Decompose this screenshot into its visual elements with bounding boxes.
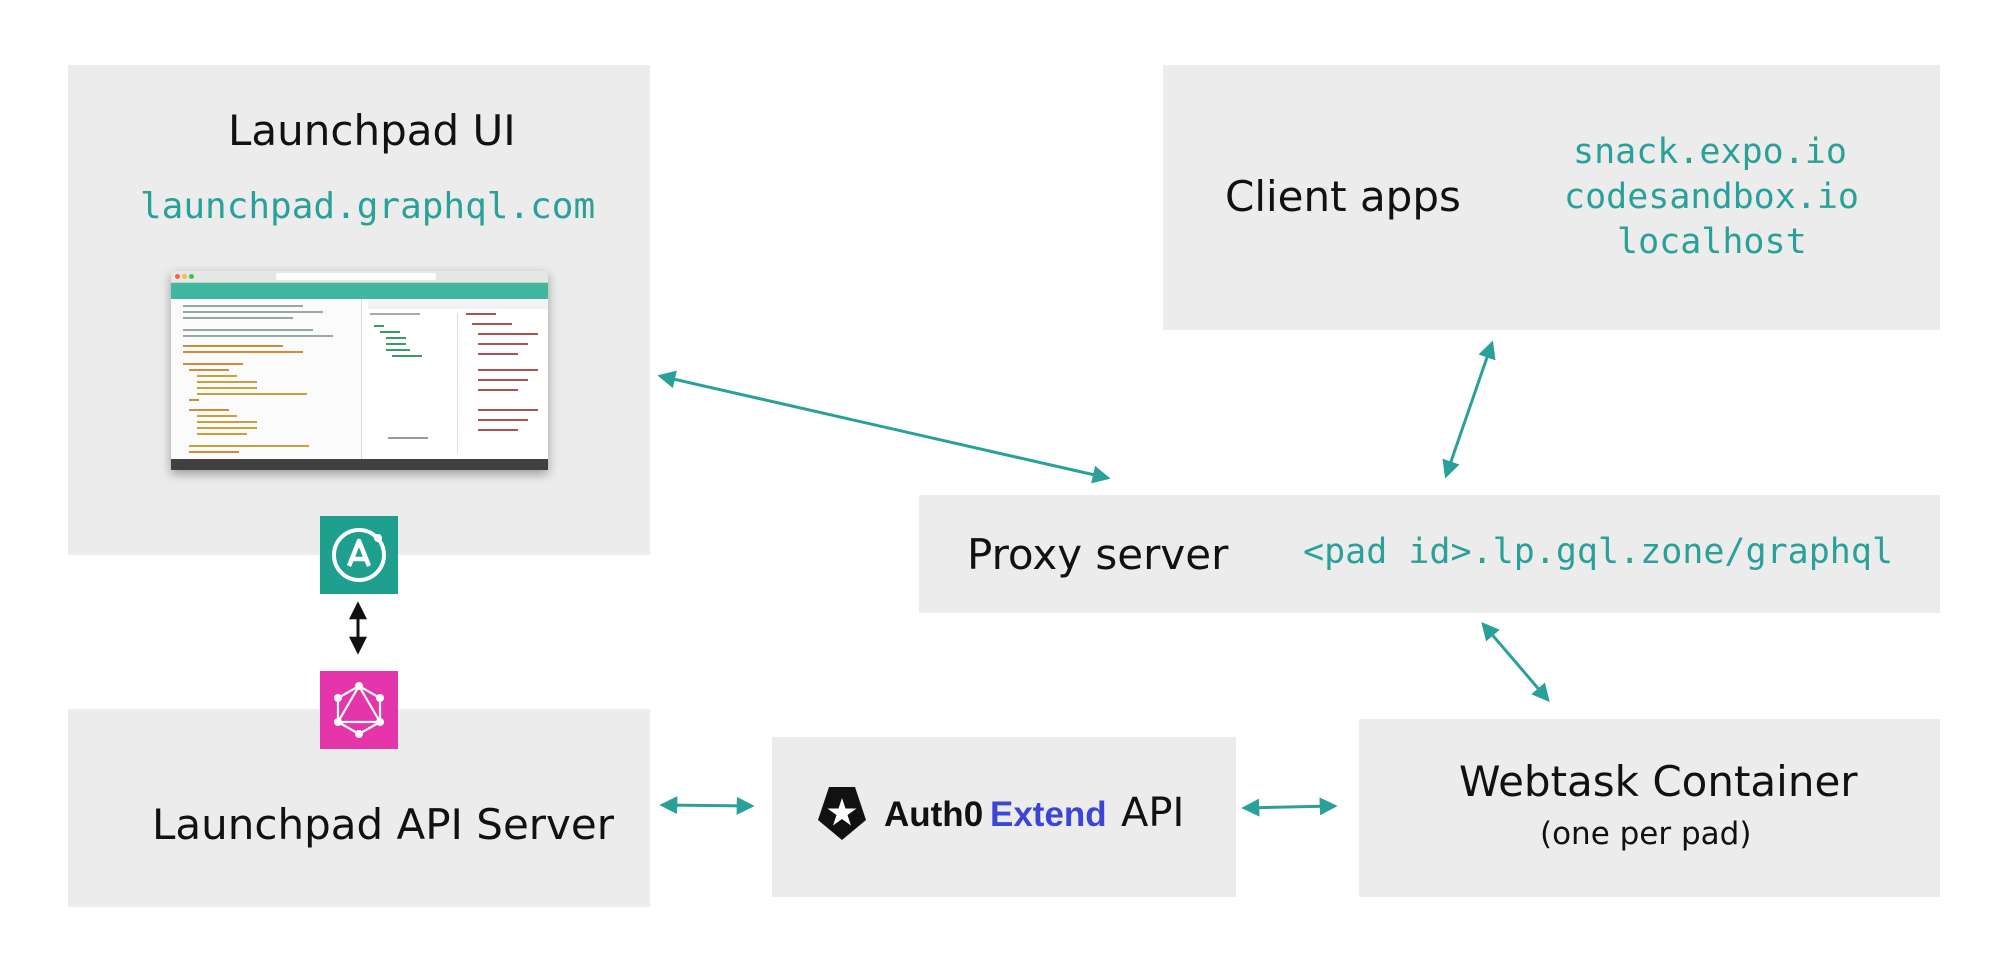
- extend-product-text: Extend: [990, 795, 1107, 834]
- arrow-proxy-webtask: [1481, 621, 1550, 703]
- graphql-logo-icon: [320, 671, 398, 749]
- client-host-codesandbox: codesandbox.io: [1564, 177, 1860, 217]
- launchpad-api-server-title: Launchpad API Server: [152, 800, 615, 849]
- client-host-snack: snack.expo.io: [1573, 132, 1847, 172]
- webtask-container-title: Webtask Container: [1459, 757, 1858, 806]
- client-host-localhost: localhost: [1617, 222, 1807, 262]
- launchpad-ui-url: launchpad.graphql.com: [140, 186, 596, 227]
- proxy-server-url: <pad id>.lp.gql.zone/graphql: [1303, 532, 1894, 572]
- webtask-container-subtitle: (one per pad): [1540, 816, 1752, 852]
- launchpad-screenshot-thumbnail: [171, 271, 548, 470]
- proxy-server-box: [919, 495, 1940, 613]
- arrow-api-auth: [659, 796, 755, 815]
- auth0-brand-text: Auth0: [884, 795, 984, 834]
- client-apps-title: Client apps: [1225, 172, 1461, 221]
- auth0-shield-icon: [816, 784, 868, 842]
- proxy-server-title: Proxy server: [967, 530, 1229, 579]
- webtask-container-box: [1359, 719, 1940, 897]
- auth0-api-suffix: API: [1121, 790, 1185, 836]
- launchpad-ui-title: Launchpad UI: [228, 106, 516, 155]
- client-apps-box: [1163, 65, 1940, 330]
- arrow-ui-proxy: [657, 370, 1111, 484]
- arrow-client-proxy: [1442, 340, 1496, 479]
- arrow-auth-webtask: [1241, 797, 1338, 817]
- apollo-logo-icon: [320, 516, 398, 594]
